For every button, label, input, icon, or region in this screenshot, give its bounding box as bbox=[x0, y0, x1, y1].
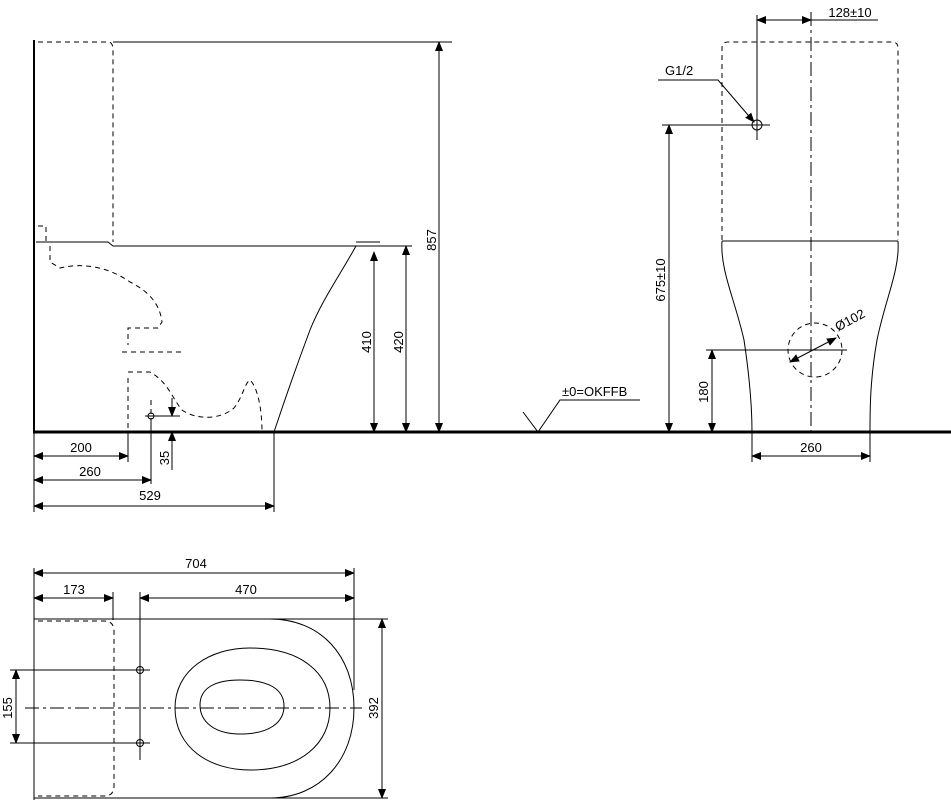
front-bowl-left bbox=[721, 240, 753, 433]
top-view: 704 173 470 155 392 bbox=[0, 556, 388, 800]
dim-35-label: 35 bbox=[157, 451, 172, 465]
trap-hidden-line bbox=[38, 225, 163, 345]
front-view: Ø102 G1/2 128±10 675±10 180 260 bbox=[653, 5, 899, 462]
dim-173-label: 173 bbox=[63, 582, 85, 597]
dim-675-label: 675±10 bbox=[653, 258, 668, 301]
dim-704-label: 704 bbox=[185, 556, 207, 571]
inlet-leader bbox=[658, 79, 755, 123]
front-cistern-outline bbox=[721, 41, 899, 240]
bowl-opening bbox=[199, 679, 285, 735]
dim-200-label: 200 bbox=[70, 440, 92, 455]
dim-857-label: 857 bbox=[424, 229, 439, 251]
floor-reference-label: ±0=OKFFB bbox=[562, 384, 627, 399]
dim-529-label: 529 bbox=[139, 488, 161, 503]
cistern-outline bbox=[38, 41, 114, 242]
dim-420-label: 420 bbox=[391, 331, 406, 353]
side-view: 410 420 857 35 200 260 529 bbox=[33, 40, 951, 512]
dim-260-label: 260 bbox=[79, 464, 101, 479]
dia-102-label: Ø102 bbox=[832, 306, 867, 334]
seat-rim bbox=[174, 647, 331, 771]
dim-155-label: 155 bbox=[0, 697, 15, 719]
trap-lower-hidden-line bbox=[128, 371, 263, 433]
seat-line bbox=[36, 241, 356, 247]
dim-392-label: 392 bbox=[366, 697, 381, 719]
dim-180-label: 180 bbox=[696, 381, 711, 403]
floor-reference-symbol bbox=[522, 399, 640, 433]
dim-260b-label: 260 bbox=[800, 440, 822, 455]
dim-410-label: 410 bbox=[359, 331, 374, 353]
floor-reference: ±0=OKFFB bbox=[522, 384, 640, 433]
dim-128-label: 128±10 bbox=[828, 5, 871, 20]
bowl-outer-contour bbox=[273, 245, 357, 433]
dim-470-label: 470 bbox=[235, 582, 257, 597]
dia-102-line bbox=[789, 337, 837, 363]
inlet-thread-label: G1/2 bbox=[665, 63, 693, 78]
front-bowl-right bbox=[869, 240, 899, 433]
